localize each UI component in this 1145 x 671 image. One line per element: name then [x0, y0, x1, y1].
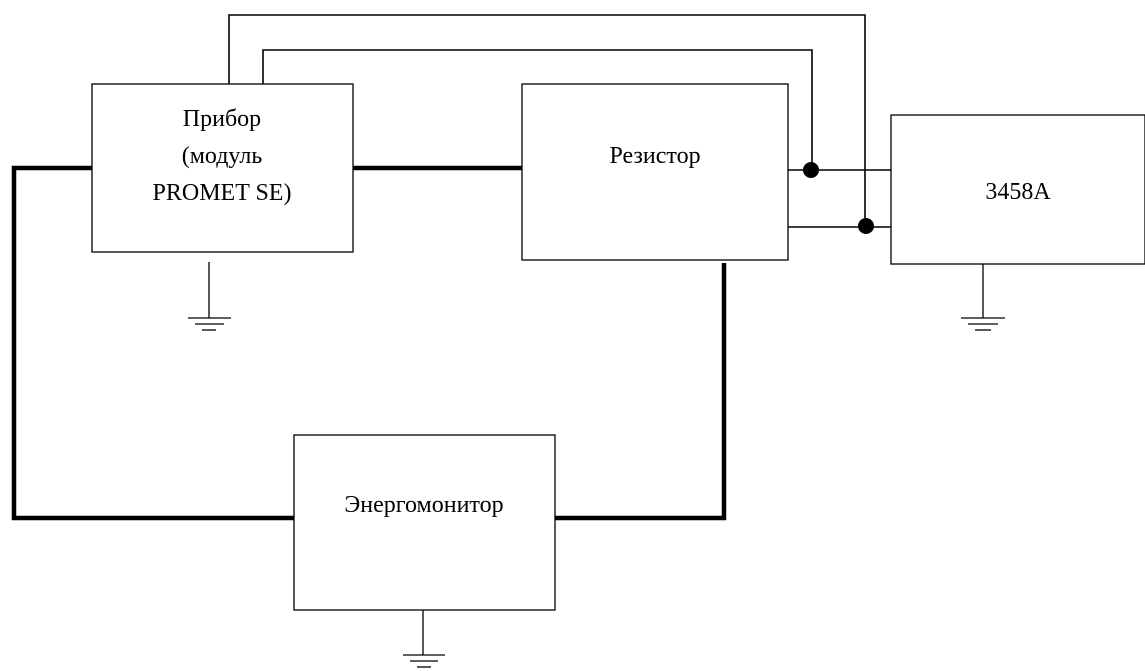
inner-sense-wire — [262, 49, 813, 170]
resistor-to-energomonitor-wire — [555, 263, 727, 521]
energomonitor-ground-icon — [403, 610, 445, 668]
rezistor-label: Резистор — [609, 143, 700, 169]
meter-3458a-block: 3458A — [890, 114, 1145, 265]
pribor-label-line-1: Прибор — [183, 106, 261, 132]
rezistor-block: Резистор — [521, 83, 789, 261]
pribor-label-line-2: (модуль — [182, 143, 263, 169]
pribor-to-energomonitor-wire — [11, 165, 294, 521]
meter-ground-icon — [961, 264, 1005, 331]
upper-junction-dot — [803, 162, 819, 178]
current-loop-wires — [11, 165, 727, 521]
energomonitor-label: Энергомонитор — [344, 492, 503, 518]
pribor-ground-icon — [188, 262, 231, 331]
lower-junction-dot — [858, 218, 874, 234]
pribor-label-line-3: PROMET SE) — [153, 180, 292, 206]
energomonitor-block: Энергомонитор — [293, 434, 556, 611]
pribor-block: Прибор (модуль PROMET SE) — [91, 83, 354, 253]
outer-sense-wire — [228, 14, 866, 227]
meter-3458a-label: 3458A — [985, 179, 1051, 205]
